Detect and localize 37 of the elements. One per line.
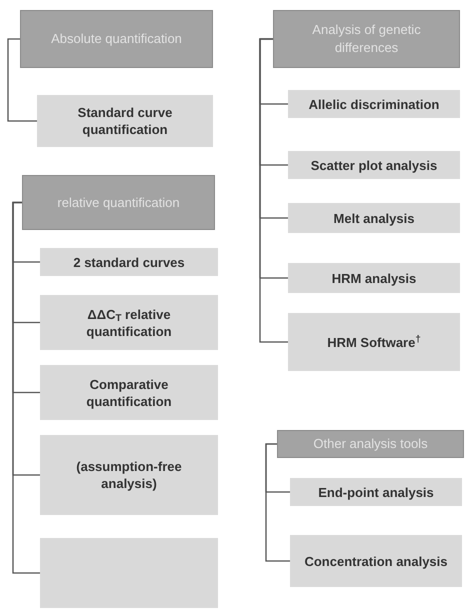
item-label: Allelic discrimination [308, 96, 440, 112]
category-label: Absolute quantification [51, 30, 182, 48]
category-box [273, 10, 460, 68]
connector-line [259, 38, 288, 343]
item-label: HRM Software$^{†}$ [327, 334, 421, 350]
category-label: relative quantification [57, 194, 180, 212]
connector-line [12, 202, 40, 574]
item-label: Scatter plot analysis [310, 156, 438, 174]
item-box [290, 535, 462, 587]
item-box [40, 538, 218, 608]
item-label: HRM analysis [332, 270, 416, 286]
item-label: Standard curve quantification [76, 104, 174, 138]
item-label: End-point analysis [318, 484, 434, 500]
item-box [288, 151, 460, 179]
item-label: Melt analysis [334, 210, 414, 226]
category-label: Other analysis tools [313, 435, 428, 453]
connector-line [265, 443, 290, 562]
item-box [40, 248, 218, 276]
item-box [290, 478, 462, 506]
item-label: ΔΔC$_{T}$ relative quantification [85, 306, 173, 340]
item-box [40, 365, 218, 420]
item-box [40, 435, 218, 515]
item-box [40, 295, 218, 350]
item-box [37, 95, 213, 147]
item-label: Comparative quantification [85, 376, 173, 410]
item-box [288, 263, 460, 293]
item-box [288, 203, 460, 233]
item-box [288, 90, 460, 118]
item-box [288, 313, 460, 371]
item-label: Concentration analysis [304, 552, 448, 570]
item-label: (assumption-free analysis) [75, 458, 183, 492]
category-label: Analysis of genetic differences [311, 21, 422, 57]
category-box [20, 10, 213, 68]
category-box [277, 430, 464, 458]
item-label: 2 standard curves [73, 254, 185, 270]
connector-line [7, 38, 37, 122]
category-box [22, 175, 215, 230]
